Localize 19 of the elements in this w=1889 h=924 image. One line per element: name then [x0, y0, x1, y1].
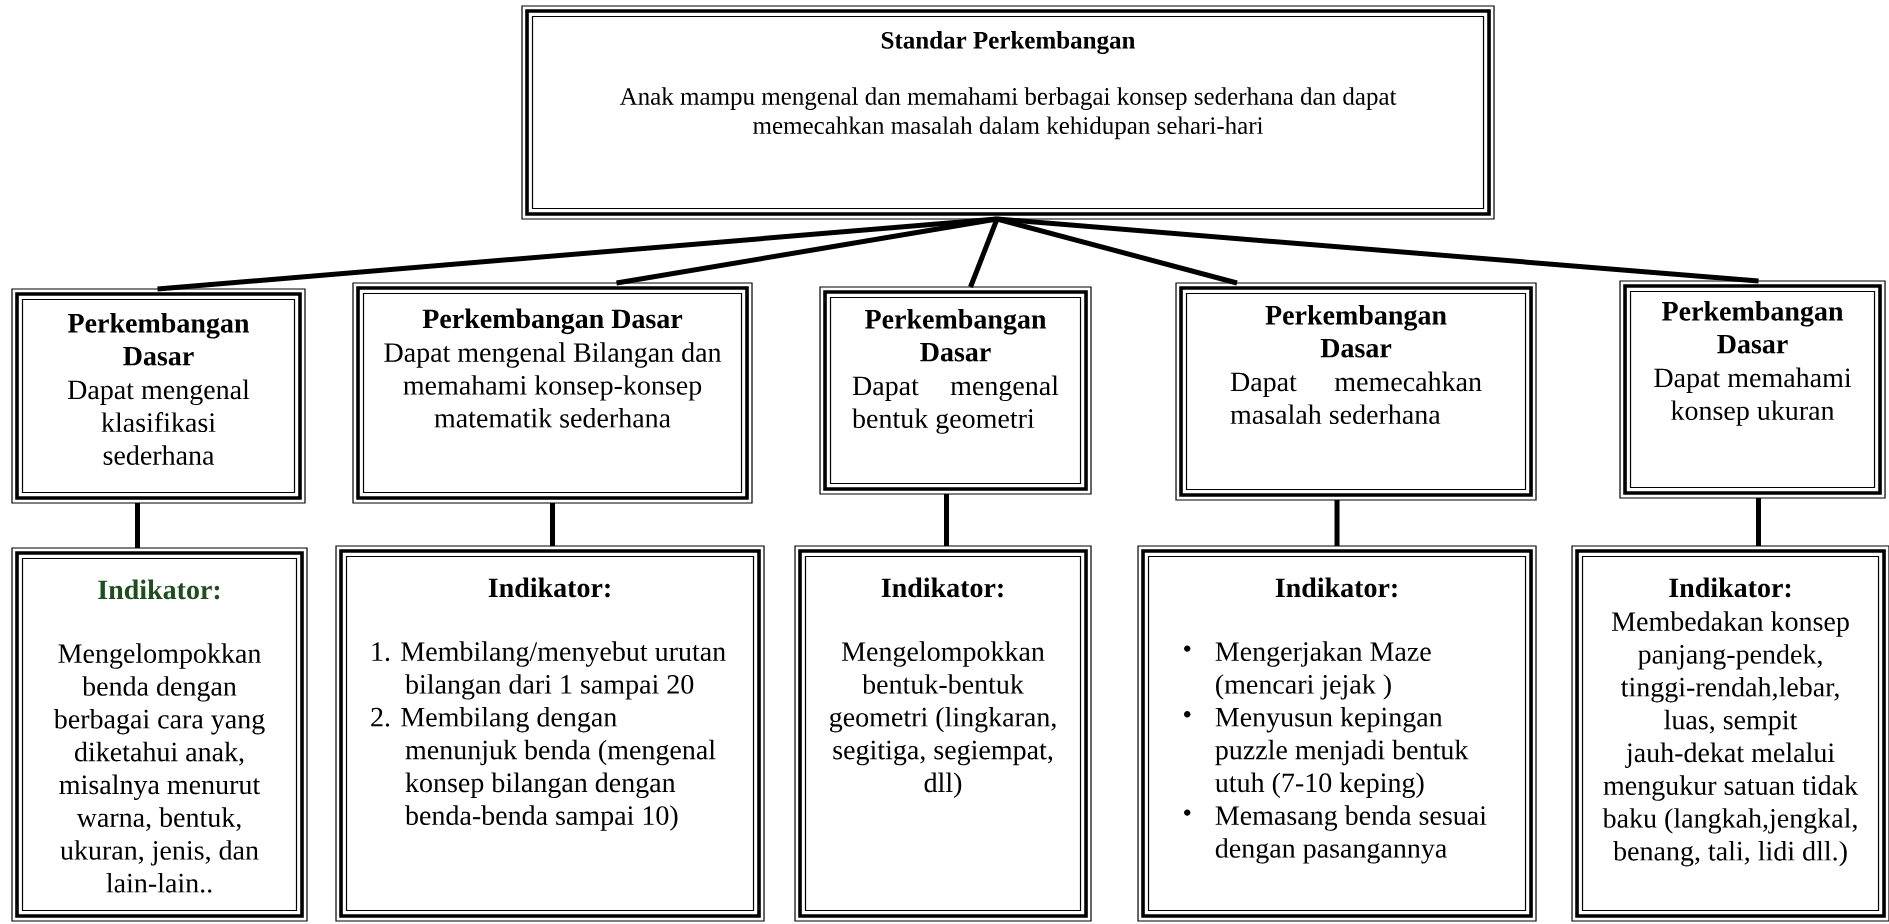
indicator-box: Indikator: Mengerjakan Maze (mencari jejak ) Menyusun kepingan puzzle menjadi bentuk utuh (7-10 keping) Memasang benda sesuai dengan pasangannya — [1137, 545, 1537, 922]
standard-box: Standar Perkembangan Anak mampu mengenal dan memahami berbagai konsep sederhana dan dapat memecahkan masalah dalam kehidupan sehari-hari — [521, 5, 1495, 220]
indicator-box: Indikator: Membedakan konsep panjang-pendek, tinggi-rendah,lebar, luas, sempit jauh-dekat melalui mengukur satuan tidak baku (langkah,jengkal, benang, tali, lidi dll.) — [1571, 545, 1889, 922]
indicator-box: Indikator: Mengelompokkan benda dengan berbagai cara yang diketahui anak, misalnya menurut warna, bentuk, ukuran, jenis, dan lain-lain.. — [11, 547, 308, 922]
development-box: Perkembangan Dasar Dapat memahami konsep ukuran — [1619, 280, 1886, 499]
connector-line — [996, 216, 1759, 284]
connector-line — [1334, 500, 1340, 546]
indicator-box: Indikator: 1. Membilang/menyebut urutan bilangan dari 1 sampai 20 2. Membilang dengan menunjuk benda (mengenal konsep bilangan dengan benda-benda sampai 10) — [335, 545, 765, 922]
connector-line — [616, 216, 998, 286]
connector-line — [1756, 498, 1761, 546]
indicator-box: Indikator: Mengelompokkan bentuk-bentuk geometri (lingkaran, segitiga, segiempat, dll) — [794, 545, 1092, 922]
development-box: Perkembangan Dasar Dapat mengenal Bilangan dan memahami konsep-konsep matematik sederhana — [352, 282, 753, 504]
connector-line — [550, 503, 555, 546]
development-box: Perkembangan Dasar Dapat memecahkan masalah sederhana — [1175, 282, 1537, 501]
development-box: Perkembangan Dasar Dapat mengenal klasifikasi sederhana — [11, 288, 306, 504]
development-box: Perkembangan Dasar Dapat mengenal bentuk geometri — [819, 286, 1092, 495]
connector-line — [944, 494, 949, 546]
connector-line — [135, 503, 140, 548]
connector-line — [968, 218, 1000, 288]
